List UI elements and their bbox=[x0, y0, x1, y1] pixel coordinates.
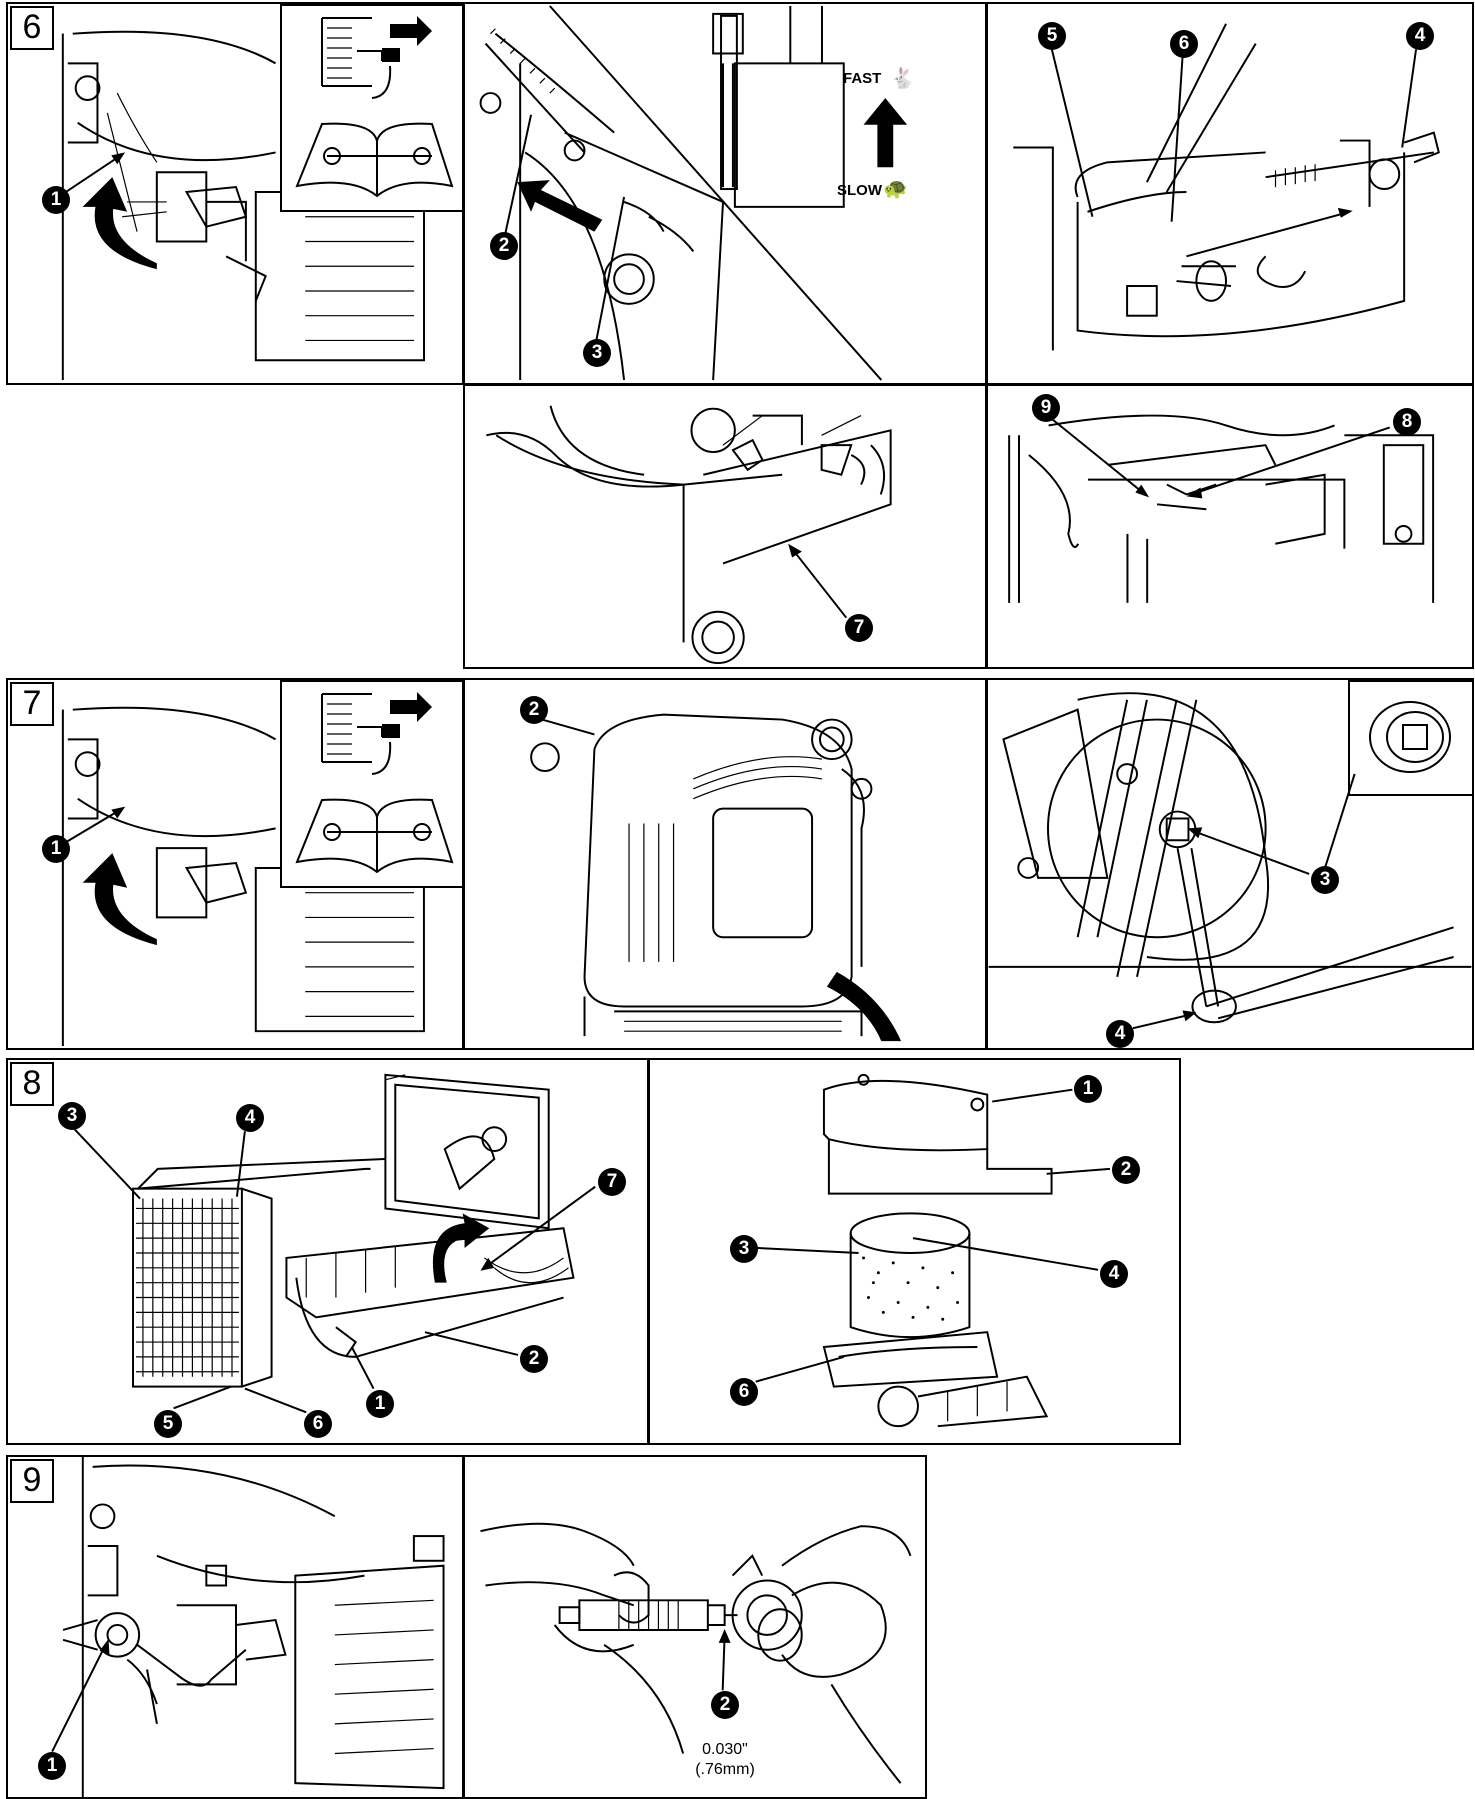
callout-6: 6 bbox=[730, 1378, 758, 1406]
callout-2: 2 bbox=[520, 696, 548, 724]
leader-line bbox=[534, 716, 595, 736]
callout-5: 5 bbox=[154, 1410, 182, 1438]
panel-8a: 8 3 4 7 2 1 5 6 bbox=[6, 1058, 649, 1445]
throttle-linkage-illustration bbox=[479, 5, 908, 381]
step-number: 8 bbox=[10, 1062, 54, 1106]
panel-6d: 7 bbox=[463, 384, 987, 669]
gap-spec: 0.030" (.76mm) bbox=[665, 1740, 785, 1780]
linkage-detail-illustration bbox=[1008, 414, 1435, 603]
rabbit-icon: 🐇 bbox=[890, 68, 915, 90]
callout-2: 2 bbox=[490, 232, 518, 260]
callout-5: 5 bbox=[1038, 22, 1066, 50]
leader-lines bbox=[1051, 418, 1391, 499]
callout-1: 1 bbox=[366, 1390, 394, 1418]
engine-illustration bbox=[61, 30, 425, 381]
curved-arrow-icon bbox=[432, 1213, 490, 1283]
curved-arrow-icon bbox=[82, 853, 157, 946]
panel-7b: 2 bbox=[463, 678, 987, 1050]
engine-cooling-fins-icon bbox=[321, 16, 432, 99]
callout-2: 2 bbox=[711, 1691, 739, 1719]
foam-texture bbox=[862, 1256, 960, 1321]
socket-inset bbox=[1348, 680, 1472, 796]
callout-3: 3 bbox=[583, 339, 611, 367]
callout-1: 1 bbox=[38, 1752, 66, 1780]
panel-6c: 5 6 4 bbox=[986, 2, 1474, 385]
gap-mm: (.76mm) bbox=[695, 1761, 755, 1778]
leader-line bbox=[65, 806, 126, 844]
callout-7: 7 bbox=[845, 614, 873, 642]
callout-3: 3 bbox=[58, 1102, 86, 1130]
callout-4: 4 bbox=[1106, 1020, 1134, 1048]
engine-illustration bbox=[61, 706, 425, 1047]
panel-9a: 9 1 bbox=[6, 1455, 464, 1799]
panel-7a: 7 1 bbox=[6, 678, 464, 1050]
leader-lines bbox=[504, 114, 626, 341]
spark-plug-gap-illustration bbox=[480, 1522, 912, 1784]
flywheel-illustration bbox=[988, 692, 1472, 1024]
gap-inch: 0.030" bbox=[702, 1741, 748, 1758]
panel-7c: 3 4 bbox=[986, 678, 1474, 1050]
callout-1: 1 bbox=[42, 186, 70, 214]
callout-3: 3 bbox=[730, 1235, 758, 1263]
callout-4: 4 bbox=[1100, 1260, 1128, 1288]
engine-cooling-fins-icon bbox=[321, 692, 432, 775]
leader-line bbox=[718, 1628, 731, 1691]
leader-line bbox=[65, 152, 126, 193]
leader-lines bbox=[1050, 49, 1418, 222]
panel-6b: FAST 🐇 SLOW 🐢 2 3 bbox=[463, 2, 987, 385]
callout-1: 1 bbox=[1074, 1075, 1102, 1103]
manual-wrench-book-icon bbox=[295, 798, 454, 874]
blower-housing-illustration bbox=[530, 713, 902, 1042]
foam-filter-illustration bbox=[822, 1073, 1053, 1428]
callout-4: 4 bbox=[1406, 22, 1434, 50]
spark-plug-engine-illustration bbox=[62, 1457, 445, 1797]
step-number: 7 bbox=[10, 682, 54, 726]
manual-wrench-book-icon bbox=[295, 122, 454, 198]
callout-7: 7 bbox=[598, 1168, 626, 1196]
socket-icon bbox=[1369, 701, 1451, 773]
leader-lines bbox=[73, 1128, 596, 1414]
fast-label: FAST bbox=[843, 70, 882, 87]
curved-arrow-icon bbox=[82, 177, 157, 270]
callout-6: 6 bbox=[304, 1410, 332, 1438]
panel-6e: 9 8 bbox=[986, 384, 1474, 669]
step-number: 9 bbox=[10, 1459, 54, 1503]
callout-2: 2 bbox=[520, 1345, 548, 1373]
push-arrow-icon bbox=[517, 180, 603, 232]
leader-line bbox=[788, 543, 848, 619]
leader-lines bbox=[755, 1088, 1111, 1383]
callout-3: 3 bbox=[1311, 866, 1339, 894]
panel-6a: 6 1 bbox=[6, 2, 464, 385]
tool-inset bbox=[280, 680, 462, 888]
tool-inset bbox=[280, 4, 462, 212]
panel-8b: 1 2 3 4 6 bbox=[648, 1058, 1181, 1445]
turtle-icon: 🐢 bbox=[883, 178, 908, 200]
callout-1: 1 bbox=[42, 835, 70, 863]
slow-label: SLOW bbox=[837, 182, 882, 199]
callout-4: 4 bbox=[236, 1104, 264, 1132]
air-filter-illustration bbox=[132, 1073, 575, 1388]
callout-9: 9 bbox=[1032, 394, 1060, 422]
panel-9b: 2 0.030" (.76mm) bbox=[463, 1455, 927, 1799]
leader-lines bbox=[1132, 773, 1356, 1030]
callout-8: 8 bbox=[1393, 408, 1421, 436]
callout-6: 6 bbox=[1170, 30, 1198, 58]
governor-spring-illustration bbox=[486, 405, 892, 665]
step-number: 6 bbox=[10, 6, 54, 50]
leader-line bbox=[51, 1638, 110, 1752]
callout-2: 2 bbox=[1112, 1156, 1140, 1184]
